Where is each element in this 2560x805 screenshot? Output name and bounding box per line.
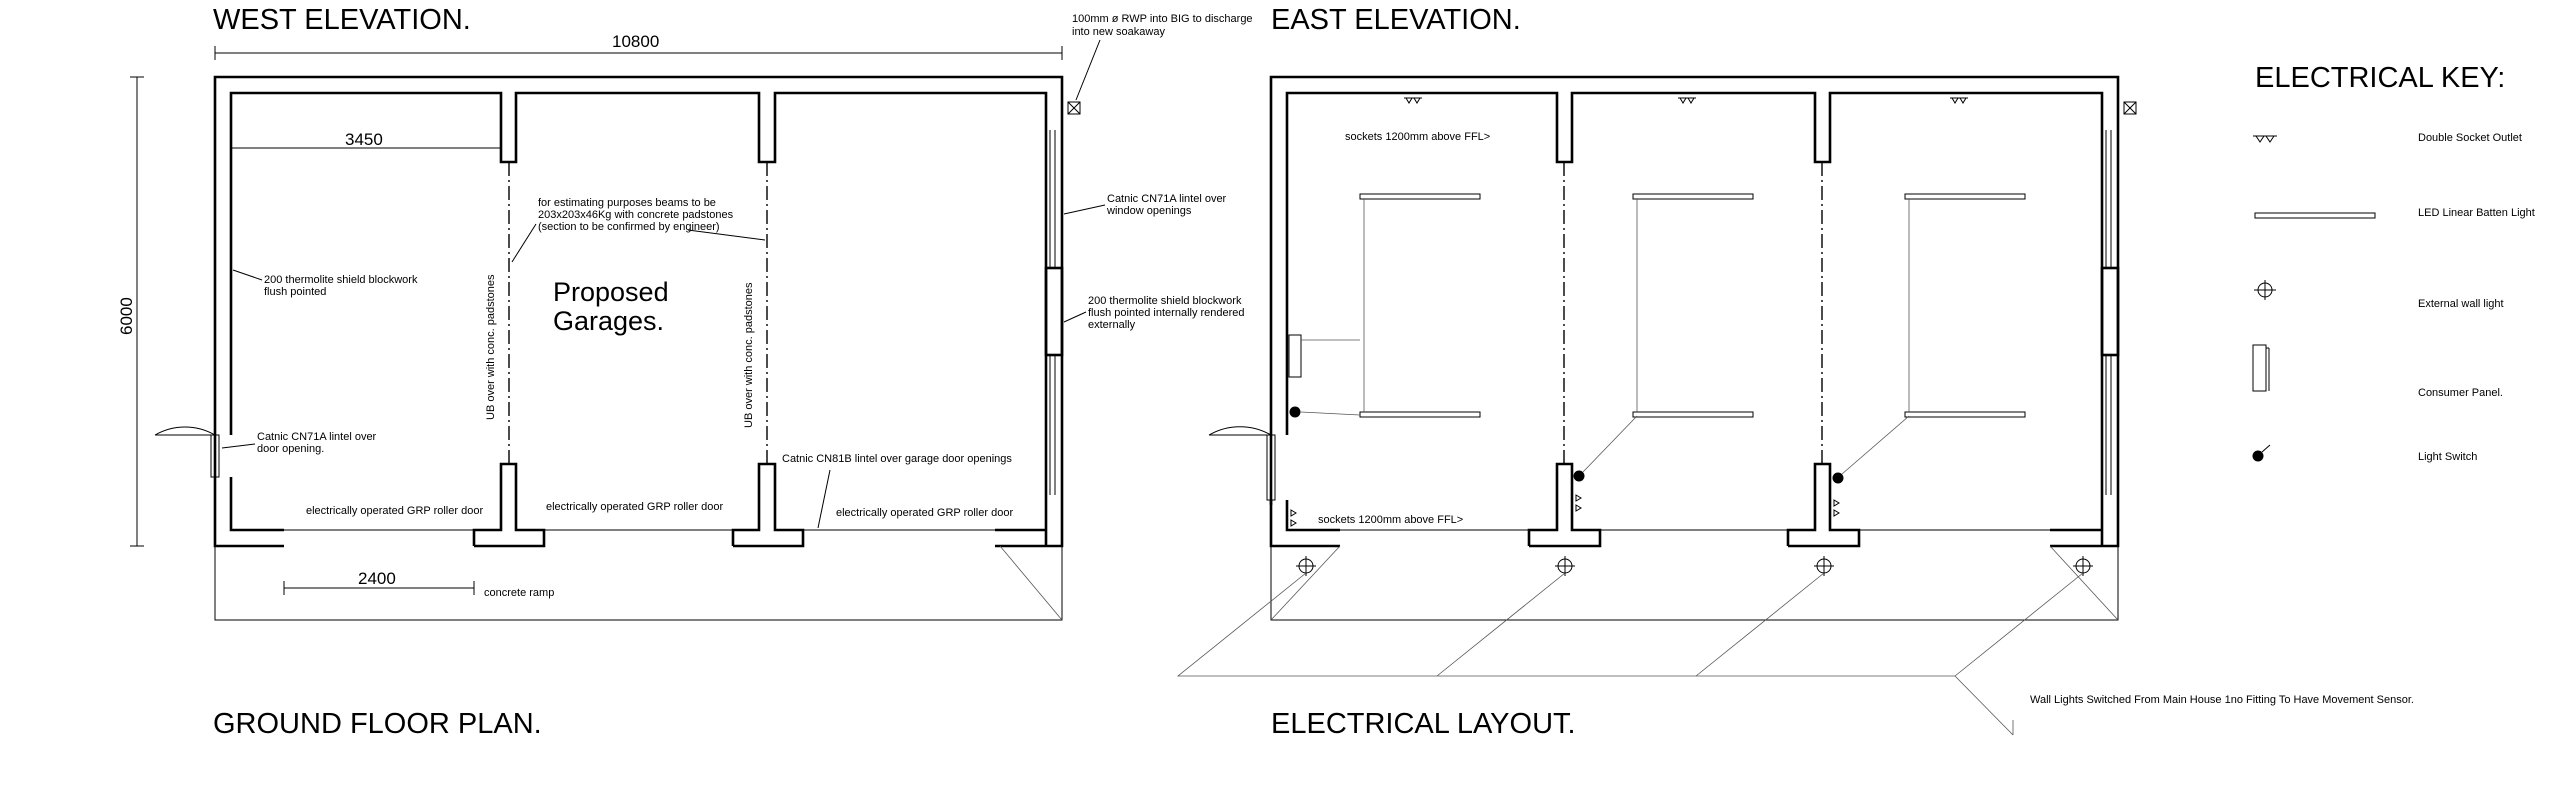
blockwork-ext-note-line3: externally: [1088, 319, 1136, 331]
beams-note-line2: 203x203x46Kg with concrete padstones: [538, 209, 734, 221]
plan-outer-wall: [213, 75, 1064, 548]
double-sockets-bottom: [1290, 494, 1840, 527]
electrical-pier-1: [1527, 462, 1602, 548]
rwp-icon: [2123, 101, 2137, 115]
door-width-dimension: 2400: [358, 569, 396, 588]
key-label-led-batten: LED Linear Batten Light: [2418, 207, 2535, 219]
double-socket-outlet-icon: [1290, 509, 1297, 527]
blockwork-note-line1: 200 thermolite shield blockwork: [264, 274, 418, 286]
plan-inner-wall-left-lower: [229, 477, 284, 532]
key-label-double-socket: Double Socket Outlet: [2418, 132, 2522, 144]
plan-outer-wall-left-return: [213, 525, 284, 548]
blockwork-note-line2: flush pointed: [264, 286, 326, 298]
led-batten-light-icon: [1359, 411, 1481, 418]
consumer-panel-icon: [2252, 344, 2267, 392]
west-elevation-heading: WEST ELEVATION.: [213, 4, 471, 36]
electrical-side-door-swing: [1208, 426, 1272, 497]
pier-mid-right: [1044, 266, 1064, 357]
light-switch-icon: [1832, 472, 1844, 484]
ramp-note: concrete ramp: [484, 587, 554, 599]
roller-door-note-2: electrically operated GRP roller door: [546, 501, 723, 513]
led-batten-light-icon: [1904, 411, 2026, 418]
beam-label-1: UB over with conc. padstones: [485, 274, 497, 420]
window-lintel-note-line2: window openings: [1106, 205, 1192, 217]
double-socket-outlet-icon: [1833, 499, 1840, 517]
rwp-icon: [1067, 101, 1081, 115]
ground-floor-plan: 10800 6000 3450 2400 Proposed Garages. U…: [117, 13, 1253, 621]
east-elevation-heading: EAST ELEVATION.: [1271, 4, 1521, 36]
rwp-note-line1: 100mm ø RWP into BIG to discharge: [1072, 13, 1253, 25]
plan-inner-wall: [229, 91, 1048, 546]
double-socket-outlet-icon: [2253, 135, 2277, 143]
beam-label-2: UB over with conc. padstones: [743, 282, 755, 428]
bay-width-dimension: 3450: [345, 130, 383, 149]
ground-floor-plan-heading: GROUND FLOOR PLAN.: [213, 708, 542, 740]
electrical-pier-2: [1786, 462, 1861, 548]
light-switch-icon: [1289, 406, 1301, 418]
consumer-panel-icon: [1288, 334, 1302, 378]
key-label-consumer-panel: Consumer Panel.: [2418, 387, 2503, 399]
blockwork-ext-note-line2: flush pointed internally rendered: [1088, 307, 1245, 319]
plan-title-line2: Garages.: [553, 306, 664, 336]
concrete-ramp: [214, 546, 1063, 621]
led-batten-light-icon: [2254, 212, 2376, 219]
door-lintel-note-line1: Catnic CN71A lintel over: [257, 431, 377, 443]
plan-pier-1: [472, 462, 546, 548]
key-label-light-switch: Light Switch: [2418, 451, 2477, 463]
beams-note-line3: (section to be confirmed by engineer): [538, 221, 720, 233]
wall-lights-note: Wall Lights Switched From Main House 1no…: [2030, 694, 2414, 706]
double-sockets-top: [1404, 97, 1968, 104]
electrical-outer-wall: [1269, 75, 2120, 548]
electrical-inner-wall: [1285, 91, 2104, 546]
led-batten-lights: [1359, 193, 2026, 418]
wall-light-wiring: [1176, 572, 2014, 736]
external-wall-lights: [1296, 556, 2093, 576]
plan-title-line1: Proposed: [553, 277, 669, 307]
double-socket-outlet-icon: [1575, 494, 1582, 512]
electrical-layout: sockets 1200mm above FFL> sockets 1200mm…: [1176, 75, 2414, 736]
light-switch-icon: [1573, 470, 1585, 482]
electrical-layout-heading: ELECTRICAL LAYOUT.: [1271, 708, 1576, 740]
blockwork-ext-note-line1: 200 thermolite shield blockwork: [1088, 295, 1242, 307]
sockets-low-note: sockets 1200mm above FFL>: [1318, 514, 1463, 526]
electrical-key: Double Socket Outlet LED Linear Batten L…: [2252, 132, 2535, 463]
door-lintel-note-line2: door opening.: [257, 443, 324, 455]
double-socket-outlet-icon: [1678, 97, 1696, 104]
overall-width-dimension: 10800: [612, 32, 659, 51]
led-batten-light-icon: [1632, 411, 1754, 418]
rwp-note-line2: into new soakaway: [1072, 26, 1165, 38]
led-batten-light-icon: [1359, 193, 1481, 200]
light-switch-icon: [2252, 450, 2264, 462]
double-socket-outlet-icon: [1404, 97, 1422, 104]
led-batten-light-icon: [1904, 193, 2026, 200]
led-batten-light-icon: [1632, 193, 1754, 200]
side-door-swing: [154, 426, 216, 495]
garage-lintel-note: Catnic CN81B lintel over garage door ope…: [782, 453, 1012, 465]
sockets-high-note: sockets 1200mm above FFL>: [1345, 131, 1490, 143]
beams-note-line1: for estimating purposes beams to be: [538, 197, 716, 209]
overall-depth-dimension: 6000: [117, 297, 136, 335]
plan-pier-2: [731, 462, 805, 548]
electrical-key-heading: ELECTRICAL KEY:: [2255, 62, 2505, 94]
key-label-external-wall-light: External wall light: [2418, 298, 2504, 310]
window-lintel-note-line1: Catnic CN71A lintel over: [1107, 193, 1227, 205]
double-socket-outlet-icon: [1950, 97, 1968, 104]
roller-door-note-3: electrically operated GRP roller door: [836, 507, 1013, 519]
roller-door-note-1: electrically operated GRP roller door: [306, 505, 483, 517]
